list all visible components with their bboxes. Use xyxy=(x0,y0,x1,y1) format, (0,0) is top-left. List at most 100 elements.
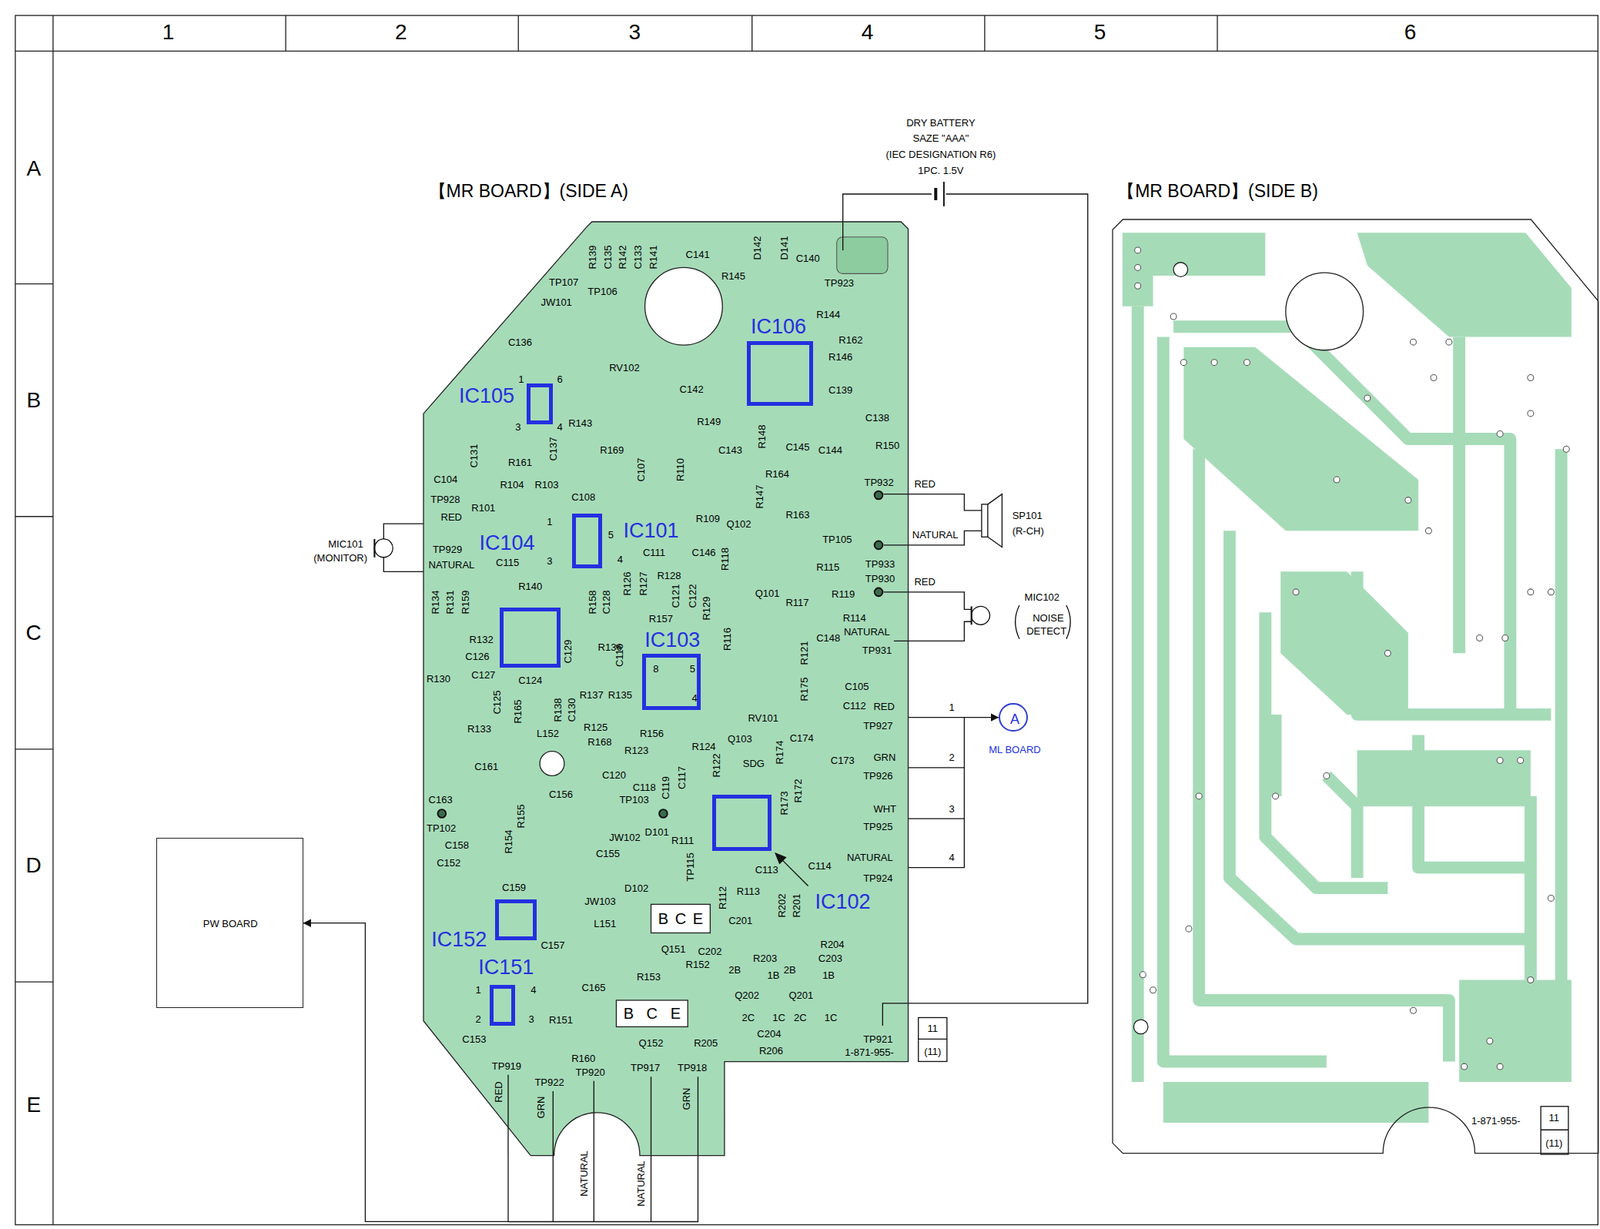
part-label: TP933 xyxy=(865,558,895,569)
part-label: TP920 xyxy=(575,1066,605,1077)
part-label: R111 xyxy=(671,834,694,845)
part-label: R168 xyxy=(587,736,612,747)
mic-symbol xyxy=(373,538,375,558)
part-label: R135 xyxy=(608,689,633,700)
part-label: R157 xyxy=(649,613,673,624)
part-label: R158 xyxy=(586,589,597,614)
part-label: R165 xyxy=(512,699,523,724)
part-label: R173 xyxy=(778,790,789,815)
part-label: R145 xyxy=(721,270,746,281)
part-label: R116 xyxy=(721,627,732,651)
via xyxy=(1430,374,1437,382)
part-label: NATURAL xyxy=(912,529,959,540)
battery-note: 1PC. 1.5V xyxy=(917,165,964,176)
part-label: C135 xyxy=(602,244,613,269)
part-label: R162 xyxy=(838,334,863,345)
part-label: C152 xyxy=(436,856,461,867)
part-label: (R-CH) xyxy=(1012,525,1045,536)
part-label: R113 xyxy=(736,885,760,896)
part-label: C144 xyxy=(818,445,843,456)
part-label: GRN xyxy=(873,752,896,763)
part-label: 1-871-955- xyxy=(1471,1115,1521,1126)
part-label: NOISE xyxy=(1032,612,1064,623)
part-label: R129 xyxy=(701,595,712,620)
part-label: R115 xyxy=(816,561,840,572)
part-label: D142 xyxy=(752,235,763,260)
part-label: 3 xyxy=(948,803,954,814)
via xyxy=(1405,497,1412,504)
copper-trace xyxy=(1131,306,1145,1082)
part-label: SP101 xyxy=(1012,510,1043,521)
part-label: C104 xyxy=(433,473,458,484)
via xyxy=(1517,757,1524,764)
part-label: NATURAL xyxy=(428,558,476,570)
copper-trace xyxy=(1452,337,1466,654)
ic-outline: IC102 xyxy=(712,794,772,851)
part-label: R114 xyxy=(843,612,867,623)
via xyxy=(1211,359,1218,366)
part-label: TP932 xyxy=(863,476,894,487)
part-label: TP917 xyxy=(630,1062,660,1073)
battery-note: DRY BATTERY xyxy=(906,117,975,128)
grid-index: A xyxy=(26,157,41,180)
part-label: SDG xyxy=(743,758,765,769)
part-label: C126 xyxy=(465,651,489,662)
ic-label: IC102 xyxy=(815,891,871,913)
part-label: JW103 xyxy=(584,896,616,907)
via xyxy=(1150,987,1157,994)
part-label: 2B xyxy=(783,964,797,975)
part-label: TP105 xyxy=(822,533,852,544)
part-label: JW101 xyxy=(540,297,572,308)
part-label: R112 xyxy=(717,886,728,910)
battery-pad xyxy=(836,237,888,275)
part-label: R175 xyxy=(799,676,810,701)
part-label: RED xyxy=(873,701,894,712)
part-label: C121 xyxy=(670,583,681,608)
part-label: C120 xyxy=(602,769,626,780)
part-label: NATURAL xyxy=(635,1160,647,1207)
via xyxy=(1496,430,1503,437)
node-label: A xyxy=(1010,712,1020,727)
copper-area xyxy=(1459,979,1572,1082)
connector-wire xyxy=(908,716,1000,718)
part-label: R205 xyxy=(693,1037,718,1048)
part-label: R122 xyxy=(711,753,722,777)
part-label: C174 xyxy=(789,733,814,744)
ic-label: IC105 xyxy=(458,384,515,406)
part-label: C161 xyxy=(474,761,499,772)
part-label: C143 xyxy=(718,445,743,456)
part-label: TP931 xyxy=(862,645,892,656)
grid-index: B xyxy=(26,389,41,412)
part-label: TP923 xyxy=(824,277,854,288)
part-label: R201 xyxy=(790,893,801,918)
part-label: 2B xyxy=(728,964,741,975)
part-label: 1 xyxy=(546,516,553,527)
part-label: 3 xyxy=(546,555,553,566)
part-label: DETECT xyxy=(1026,625,1067,636)
part-label: TP928 xyxy=(430,494,460,505)
part-label: 2C xyxy=(793,1012,807,1023)
part-label: C155 xyxy=(595,847,620,858)
sheet-box xyxy=(918,1017,948,1062)
via xyxy=(1180,359,1187,366)
part-label: R147 xyxy=(753,485,764,509)
via xyxy=(1527,374,1534,382)
mounting-hole xyxy=(645,267,724,345)
part-label: R204 xyxy=(820,938,845,949)
grid-index: E xyxy=(26,1094,41,1116)
part-label: R150 xyxy=(875,439,900,450)
part-label: C114 xyxy=(808,860,832,871)
board-box: PW BOARD xyxy=(156,837,304,1008)
vias xyxy=(1134,247,1570,1070)
via xyxy=(1243,359,1250,366)
battery-symbol xyxy=(943,181,945,207)
part-label: R140 xyxy=(518,580,543,591)
part-label: R144 xyxy=(816,309,841,320)
part-label: R203 xyxy=(753,953,777,964)
part-label: Q151 xyxy=(661,943,687,954)
part-label: RED xyxy=(441,511,462,522)
part-label: NATURAL xyxy=(846,852,894,863)
copper-area xyxy=(1357,232,1572,337)
test-points xyxy=(438,491,884,818)
part-label: R138 xyxy=(552,698,563,723)
